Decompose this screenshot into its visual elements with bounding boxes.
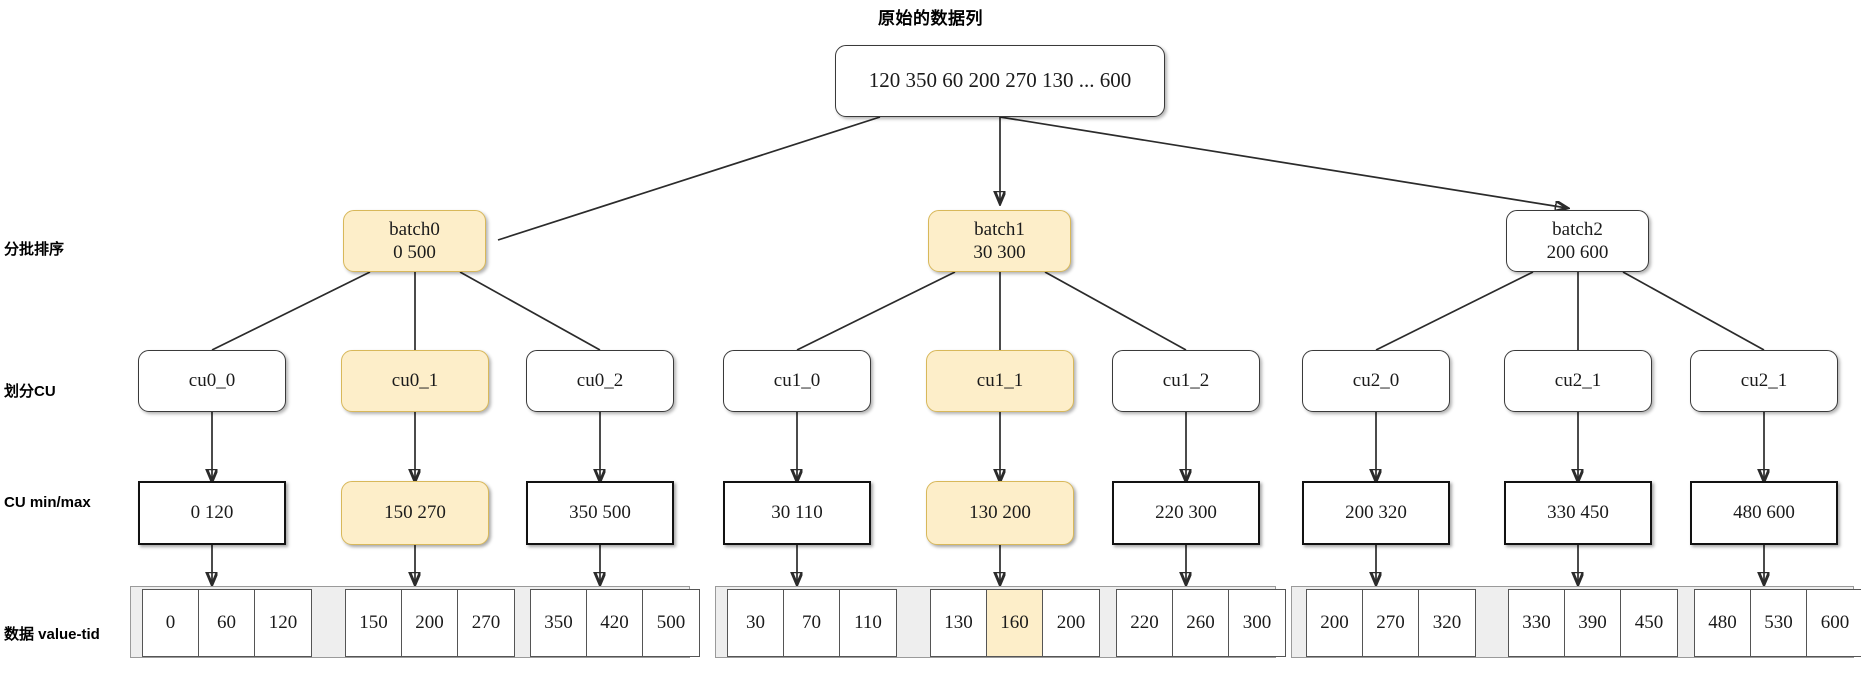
minmax-label: 150 270 [384,502,446,524]
data-cell[interactable]: 300 [1229,590,1285,656]
minmax-label: 220 300 [1155,502,1217,524]
batch-node-batch1[interactable]: batch1 30 300 [928,210,1071,272]
batch-node-name: batch1 [974,218,1025,240]
batch-node-batch0[interactable]: batch0 0 500 [343,210,486,272]
minmax-node-4[interactable]: 130 200 [926,481,1074,545]
minmax-label: 330 450 [1547,502,1609,524]
minmax-label: 0 120 [190,502,234,524]
minmax-node-3[interactable]: 30 110 [723,481,871,545]
page-title: 原始的数据列 [878,9,983,28]
data-cell[interactable]: 350 [531,590,587,656]
minmax-node-6[interactable]: 200 320 [1302,481,1450,545]
cu-node-cu0_2[interactable]: cu0_2 [526,350,674,412]
minmax-node-5[interactable]: 220 300 [1112,481,1260,545]
minmax-label: 480 600 [1733,502,1795,524]
cu-node-cu1_0[interactable]: cu1_0 [723,350,871,412]
data-cell[interactable]: 450 [1621,590,1677,656]
data-cell-group-6: 200 270 320 [1306,589,1476,657]
data-cell[interactable]: 120 [255,590,311,656]
data-cell-highlighted[interactable]: 160 [987,590,1043,656]
cu-node-cu2_1[interactable]: cu2_1 [1504,350,1652,412]
data-cell-group-5: 220 260 300 [1116,589,1286,657]
data-cell[interactable]: 480 [1695,590,1751,656]
minmax-node-0[interactable]: 0 120 [138,481,286,545]
minmax-label: 350 500 [569,502,631,524]
data-cell[interactable]: 260 [1173,590,1229,656]
data-cell[interactable]: 70 [784,590,840,656]
data-cell[interactable]: 30 [728,590,784,656]
cu-node-cu2_0[interactable]: cu2_0 [1302,350,1450,412]
cu-node-cu0_0[interactable]: cu0_0 [138,350,286,412]
data-cell[interactable]: 270 [458,590,514,656]
batch-node-range: 0 500 [393,242,436,263]
minmax-label: 130 200 [969,502,1031,524]
cu-node-label: cu1_1 [976,370,1024,392]
data-cell[interactable]: 110 [840,590,896,656]
data-cell[interactable]: 60 [199,590,255,656]
minmax-node-2[interactable]: 350 500 [526,481,674,545]
data-cell-group-7: 330 390 450 [1508,589,1678,657]
row-label-cu: 划分CU [4,383,56,400]
data-cell[interactable]: 150 [346,590,402,656]
data-cell-group-4: 130 160 200 [930,589,1100,657]
data-cell-group-0: 0 60 120 [142,589,312,657]
data-cell[interactable]: 500 [643,590,699,656]
cu-node-label: cu2_1 [1554,370,1602,392]
cu-node-label: cu2_0 [1352,370,1400,392]
minmax-label: 30 110 [771,502,823,524]
minmax-node-8[interactable]: 480 600 [1690,481,1838,545]
batch-node-name: batch0 [389,218,440,240]
data-cell[interactable]: 270 [1363,590,1419,656]
data-cell[interactable]: 200 [1043,590,1099,656]
data-cell[interactable]: 200 [1307,590,1363,656]
cu-node-cu0_1[interactable]: cu0_1 [341,350,489,412]
root-node[interactable]: 120 350 60 200 270 130 ... 600 [835,45,1165,117]
data-cell[interactable]: 390 [1565,590,1621,656]
row-label-sort: 分批排序 [4,241,65,258]
cu-node-label: cu0_0 [188,370,236,392]
data-cell[interactable]: 200 [402,590,458,656]
minmax-node-1[interactable]: 150 270 [341,481,489,545]
row-label-minmax: CU min/max [4,494,91,511]
data-cell-group-2: 350 420 500 [530,589,700,657]
data-cell[interactable]: 530 [1751,590,1807,656]
cu-node-label: cu0_1 [391,370,439,392]
data-cell[interactable]: 330 [1509,590,1565,656]
row-label-data: 数据 value-tid [4,626,100,643]
minmax-node-7[interactable]: 330 450 [1504,481,1652,545]
cu-node-cu2_2[interactable]: cu2_1 [1690,350,1838,412]
minmax-label: 200 320 [1345,502,1407,524]
data-cell[interactable]: 420 [587,590,643,656]
data-cell-group-1: 150 200 270 [345,589,515,657]
cu-node-cu1_1[interactable]: cu1_1 [926,350,1074,412]
cu-node-label: cu0_2 [576,370,624,392]
data-cell-group-8: 480 530 600 [1694,589,1861,657]
cu-node-label: cu2_1 [1740,370,1788,392]
cu-node-label: cu1_0 [773,370,821,392]
data-cell-group-3: 30 70 110 [727,589,897,657]
data-cell[interactable]: 130 [931,590,987,656]
batch-node-name: batch2 [1552,218,1603,240]
data-cell[interactable]: 600 [1807,590,1861,656]
batch-node-range: 30 300 [973,242,1026,263]
batch-node-batch2[interactable]: batch2 200 600 [1506,210,1649,272]
data-cell[interactable]: 320 [1419,590,1475,656]
data-cell[interactable]: 220 [1117,590,1173,656]
cu-node-label: cu1_2 [1162,370,1210,392]
batch-node-range: 200 600 [1546,242,1609,263]
root-node-label: 120 350 60 200 270 130 ... 600 [868,68,1132,93]
data-cell[interactable]: 0 [143,590,199,656]
cu-node-cu1_2[interactable]: cu1_2 [1112,350,1260,412]
